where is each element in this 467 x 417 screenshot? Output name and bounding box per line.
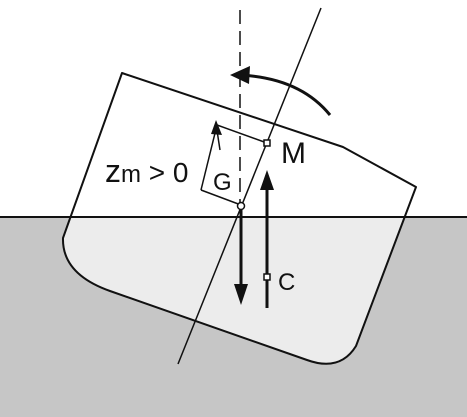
point-g-marker [236,201,246,211]
up-arrow-icon [260,170,274,308]
ship-axis-line [177,7,322,365]
label-zm-rel: > 0 [141,157,188,188]
label-c: C [278,269,295,296]
metacentric-height-marker [200,120,268,206]
svg-text:zm > 0: zm > 0 [105,153,188,189]
down-arrow-icon [234,206,248,305]
label-zm-var: z [105,153,121,189]
label-m: M [281,137,306,170]
label-zm-sub: m [121,161,141,188]
curved-arrow-icon [230,66,332,116]
hull-outline [61,72,417,365]
point-c-marker [263,273,271,281]
label-g: G [213,169,232,196]
label-zm: zm > 0 [105,153,188,189]
hull-fill [62,73,417,364]
point-m-marker [263,139,271,147]
